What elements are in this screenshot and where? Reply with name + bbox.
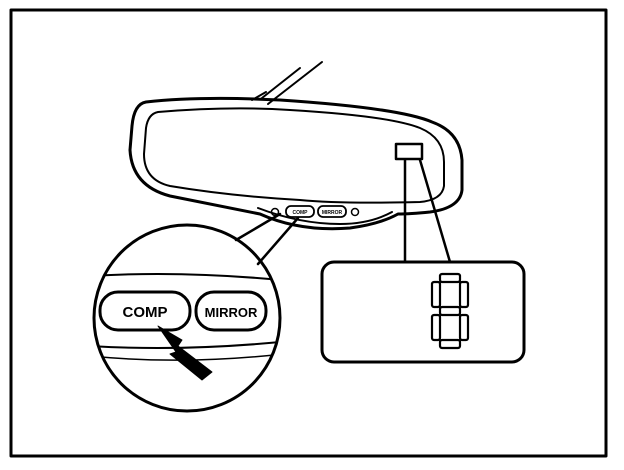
left-indicator-icon <box>270 207 280 217</box>
zoom-mirror-button-label: MIRROR <box>205 305 258 320</box>
mirror-housing <box>128 96 464 231</box>
small-mirror-button-label: MIRROR <box>322 210 343 216</box>
rearview-mirror: COMP MIRROR <box>128 96 464 231</box>
zoom-comp-button[interactable] <box>98 290 192 332</box>
small-comp-button-label: COMP <box>293 210 309 216</box>
press-arrow-icon <box>157 325 213 381</box>
button-zoom-view: COMP MIRROR <box>92 223 282 413</box>
leader-lines <box>234 158 452 266</box>
right-indicator-icon <box>350 207 360 217</box>
figure-frame <box>9 8 608 458</box>
segment-a <box>438 272 462 284</box>
segment-c <box>458 313 470 342</box>
seven-segment-digit <box>430 272 470 350</box>
segment-b <box>458 280 470 309</box>
small-mirror-button[interactable] <box>317 205 347 218</box>
zoom-circle-outline <box>92 223 282 413</box>
segment-g <box>438 305 462 317</box>
segment-e <box>430 313 442 342</box>
display-zoom-box <box>320 260 526 364</box>
zoom-comp-button-label: COMP <box>123 304 168 321</box>
small-comp-button[interactable] <box>285 205 315 218</box>
segment-d <box>438 338 462 350</box>
mirror-glass <box>143 107 445 204</box>
leader-to-display <box>403 158 452 264</box>
leader-to-buttons <box>234 212 300 266</box>
segment-f <box>430 280 442 309</box>
mirror-mount-stem <box>251 61 323 105</box>
display-zoom-view <box>320 260 526 364</box>
mirror-control-strip <box>257 207 393 225</box>
mirror-display-window <box>394 142 424 161</box>
zoom-mirror-button[interactable] <box>194 290 268 332</box>
